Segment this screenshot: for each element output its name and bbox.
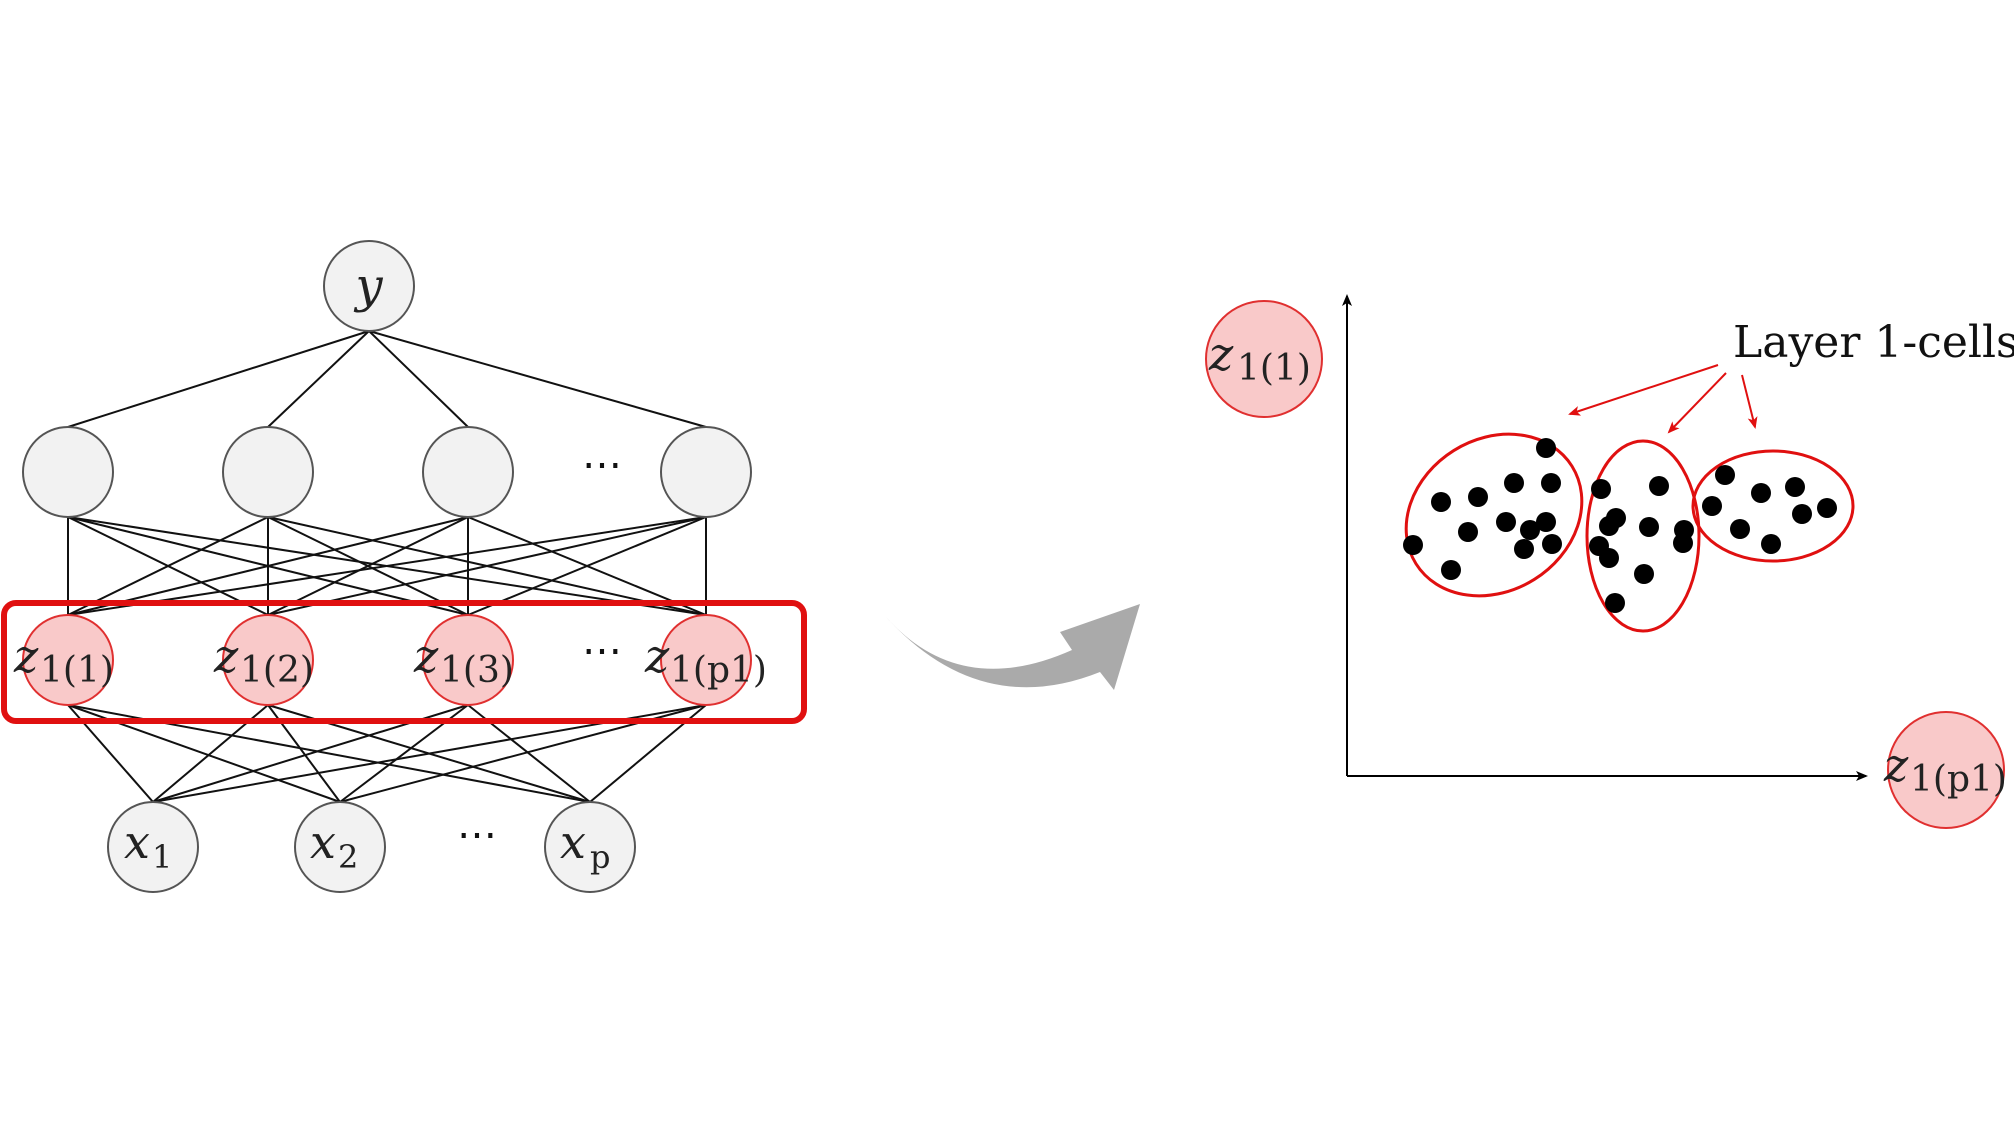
hidden-layer-2: ⋯ (22, 426, 752, 518)
cluster-boundary (1585, 439, 1701, 633)
svg-text:2: 2 (338, 838, 358, 876)
svg-text:z: z (213, 629, 239, 683)
data-point (1514, 539, 1534, 559)
svg-text:x: x (124, 815, 150, 869)
hidden-node (222, 426, 314, 518)
svg-text:x: x (310, 815, 336, 869)
cells-annotation: Layer 1-cells (1733, 317, 2014, 368)
layer-1: z 1(1) z 1(2) z 1(3) ⋯ z 1(p1) (13, 614, 767, 706)
input-node-1: x 1 (107, 801, 199, 893)
data-point (1649, 476, 1669, 496)
cluster-cell-2 (1585, 439, 1701, 633)
data-point (1634, 564, 1654, 584)
scatter-plot: z 1(1) z 1(p1) Layer 1-cells (1205, 294, 2014, 829)
data-point (1458, 522, 1478, 542)
data-point (1496, 512, 1516, 532)
data-point (1639, 517, 1659, 537)
hidden-node (22, 426, 114, 518)
svg-text:p: p (590, 838, 610, 876)
data-point (1792, 504, 1812, 524)
input-layer: x 1 x 2 ⋯ x p (107, 801, 636, 893)
input-ellipsis: ⋯ (457, 812, 497, 858)
hidden-layer-ellipsis: ⋯ (582, 442, 622, 488)
cluster-cell-1 (1403, 432, 1584, 598)
svg-text:1(1): 1(1) (1237, 348, 1311, 389)
data-point (1431, 492, 1451, 512)
svg-text:1(p1): 1(p1) (670, 650, 767, 691)
layer1-highlight-box (1, 600, 807, 724)
svg-text:z: z (1883, 738, 1909, 792)
layer1-node-p1: z 1(p1) (644, 614, 767, 706)
data-point (1761, 534, 1781, 554)
annotation-arrow-3 (1741, 374, 1758, 429)
layer1-node-1: z 1(1) (13, 614, 114, 706)
output-node: y (323, 240, 415, 332)
input-node-p: x p (544, 801, 636, 893)
data-point (1751, 483, 1771, 503)
svg-text:1(2): 1(2) (240, 650, 314, 691)
svg-text:1(3): 1(3) (440, 650, 514, 691)
output-node-label: y (353, 258, 383, 314)
data-point (1817, 498, 1837, 518)
layer1-ellipsis: ⋯ (582, 628, 622, 674)
data-point (1542, 534, 1562, 554)
cluster-boundary (1691, 449, 1855, 563)
layer1-node-2: z 1(2) (213, 614, 314, 706)
data-point (1591, 479, 1611, 499)
svg-text:1(p1): 1(p1) (1910, 759, 2007, 800)
network-edges (67, 330, 707, 803)
svg-text:1(1): 1(1) (40, 650, 114, 691)
hidden-node (422, 426, 514, 518)
annotation-arrow-1 (1568, 364, 1719, 416)
data-point (1536, 438, 1556, 458)
data-point (1702, 496, 1722, 516)
data-point (1606, 508, 1626, 528)
cluster-cell-3 (1691, 449, 1855, 563)
transition-arrow (886, 604, 1140, 690)
data-point (1403, 535, 1423, 555)
x-axis-node: z 1(p1) (1883, 711, 2007, 829)
cluster-boundary (1404, 432, 1584, 598)
hidden-node (660, 426, 752, 518)
data-point (1605, 593, 1625, 613)
data-point (1730, 519, 1750, 539)
svg-text:z: z (644, 629, 670, 683)
data-point (1441, 560, 1461, 580)
data-point (1536, 512, 1556, 532)
y-axis-node: z 1(1) (1205, 300, 1323, 418)
svg-text:x: x (560, 815, 586, 869)
data-point (1785, 477, 1805, 497)
layer1-node-3: z 1(3) (413, 614, 514, 706)
data-point (1520, 520, 1540, 540)
svg-text:1: 1 (152, 838, 172, 876)
svg-text:z: z (413, 629, 439, 683)
svg-text:z: z (13, 629, 39, 683)
data-point (1599, 548, 1619, 568)
annotation-arrow-2 (1667, 372, 1727, 434)
data-point (1504, 473, 1524, 493)
data-point (1541, 473, 1561, 493)
data-point (1468, 487, 1488, 507)
data-point (1715, 465, 1735, 485)
data-point (1673, 533, 1693, 553)
svg-text:z: z (1208, 327, 1234, 381)
input-node-2: x 2 (294, 801, 386, 893)
